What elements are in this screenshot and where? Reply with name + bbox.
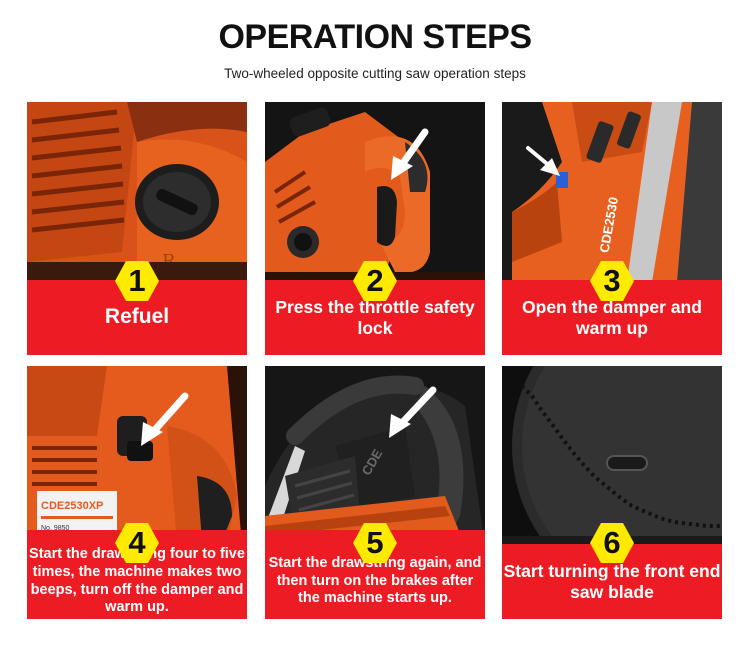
page-subtitle: Two-wheeled opposite cutting saw operati… <box>224 66 526 81</box>
white-arrow-icon <box>141 392 189 446</box>
step-5-photo: CDE <box>265 366 485 619</box>
step-number: 4 <box>128 525 146 560</box>
step-card-1: R Refuel 1 <box>27 102 247 355</box>
step-caption: Start turning the front end saw blade <box>502 544 722 619</box>
step-card-4: CDE2530XP No. 9850 Start the drawstring … <box>27 366 247 619</box>
step-number-badge: 3 <box>589 259 635 303</box>
page-title: OPERATION STEPS <box>218 18 532 56</box>
step-card-2: Press the throttle safety lock 2 <box>265 102 485 355</box>
white-arrow-icon <box>526 146 560 176</box>
hexagon-badge-icon <box>590 261 634 301</box>
hexagon-badge-icon <box>353 523 397 563</box>
step-number-badge: 6 <box>589 521 635 565</box>
step-card-5: CDE Start the drawstring again, and then… <box>265 366 485 619</box>
plate-text: No. 9850 <box>41 525 70 532</box>
step-number: 6 <box>603 525 621 560</box>
step-number: 5 <box>366 525 384 560</box>
hexagon-badge-icon <box>353 261 397 301</box>
white-arrow-icon <box>391 128 429 180</box>
hexagon-badge-icon <box>590 523 634 563</box>
step-1-photo: R <box>27 102 247 355</box>
white-arrow-icon <box>389 386 437 438</box>
step-number-badge: 4 <box>114 521 160 565</box>
step-number: 3 <box>603 263 621 298</box>
step-number: 1 <box>128 263 146 298</box>
model-text-b: CDE2530XP <box>41 500 103 512</box>
hexagon-badge-icon <box>115 261 159 301</box>
step-number-badge: 5 <box>352 521 398 565</box>
step-number: 2 <box>366 263 384 298</box>
step-card-6: Start turning the front end saw blade 6 <box>502 366 722 619</box>
step-number-badge: 1 <box>114 259 160 303</box>
hexagon-badge-icon <box>115 523 159 563</box>
step-card-3: CDE2530 Open the damper and warm up 3 <box>502 102 722 355</box>
step-number-badge: 2 <box>352 259 398 303</box>
